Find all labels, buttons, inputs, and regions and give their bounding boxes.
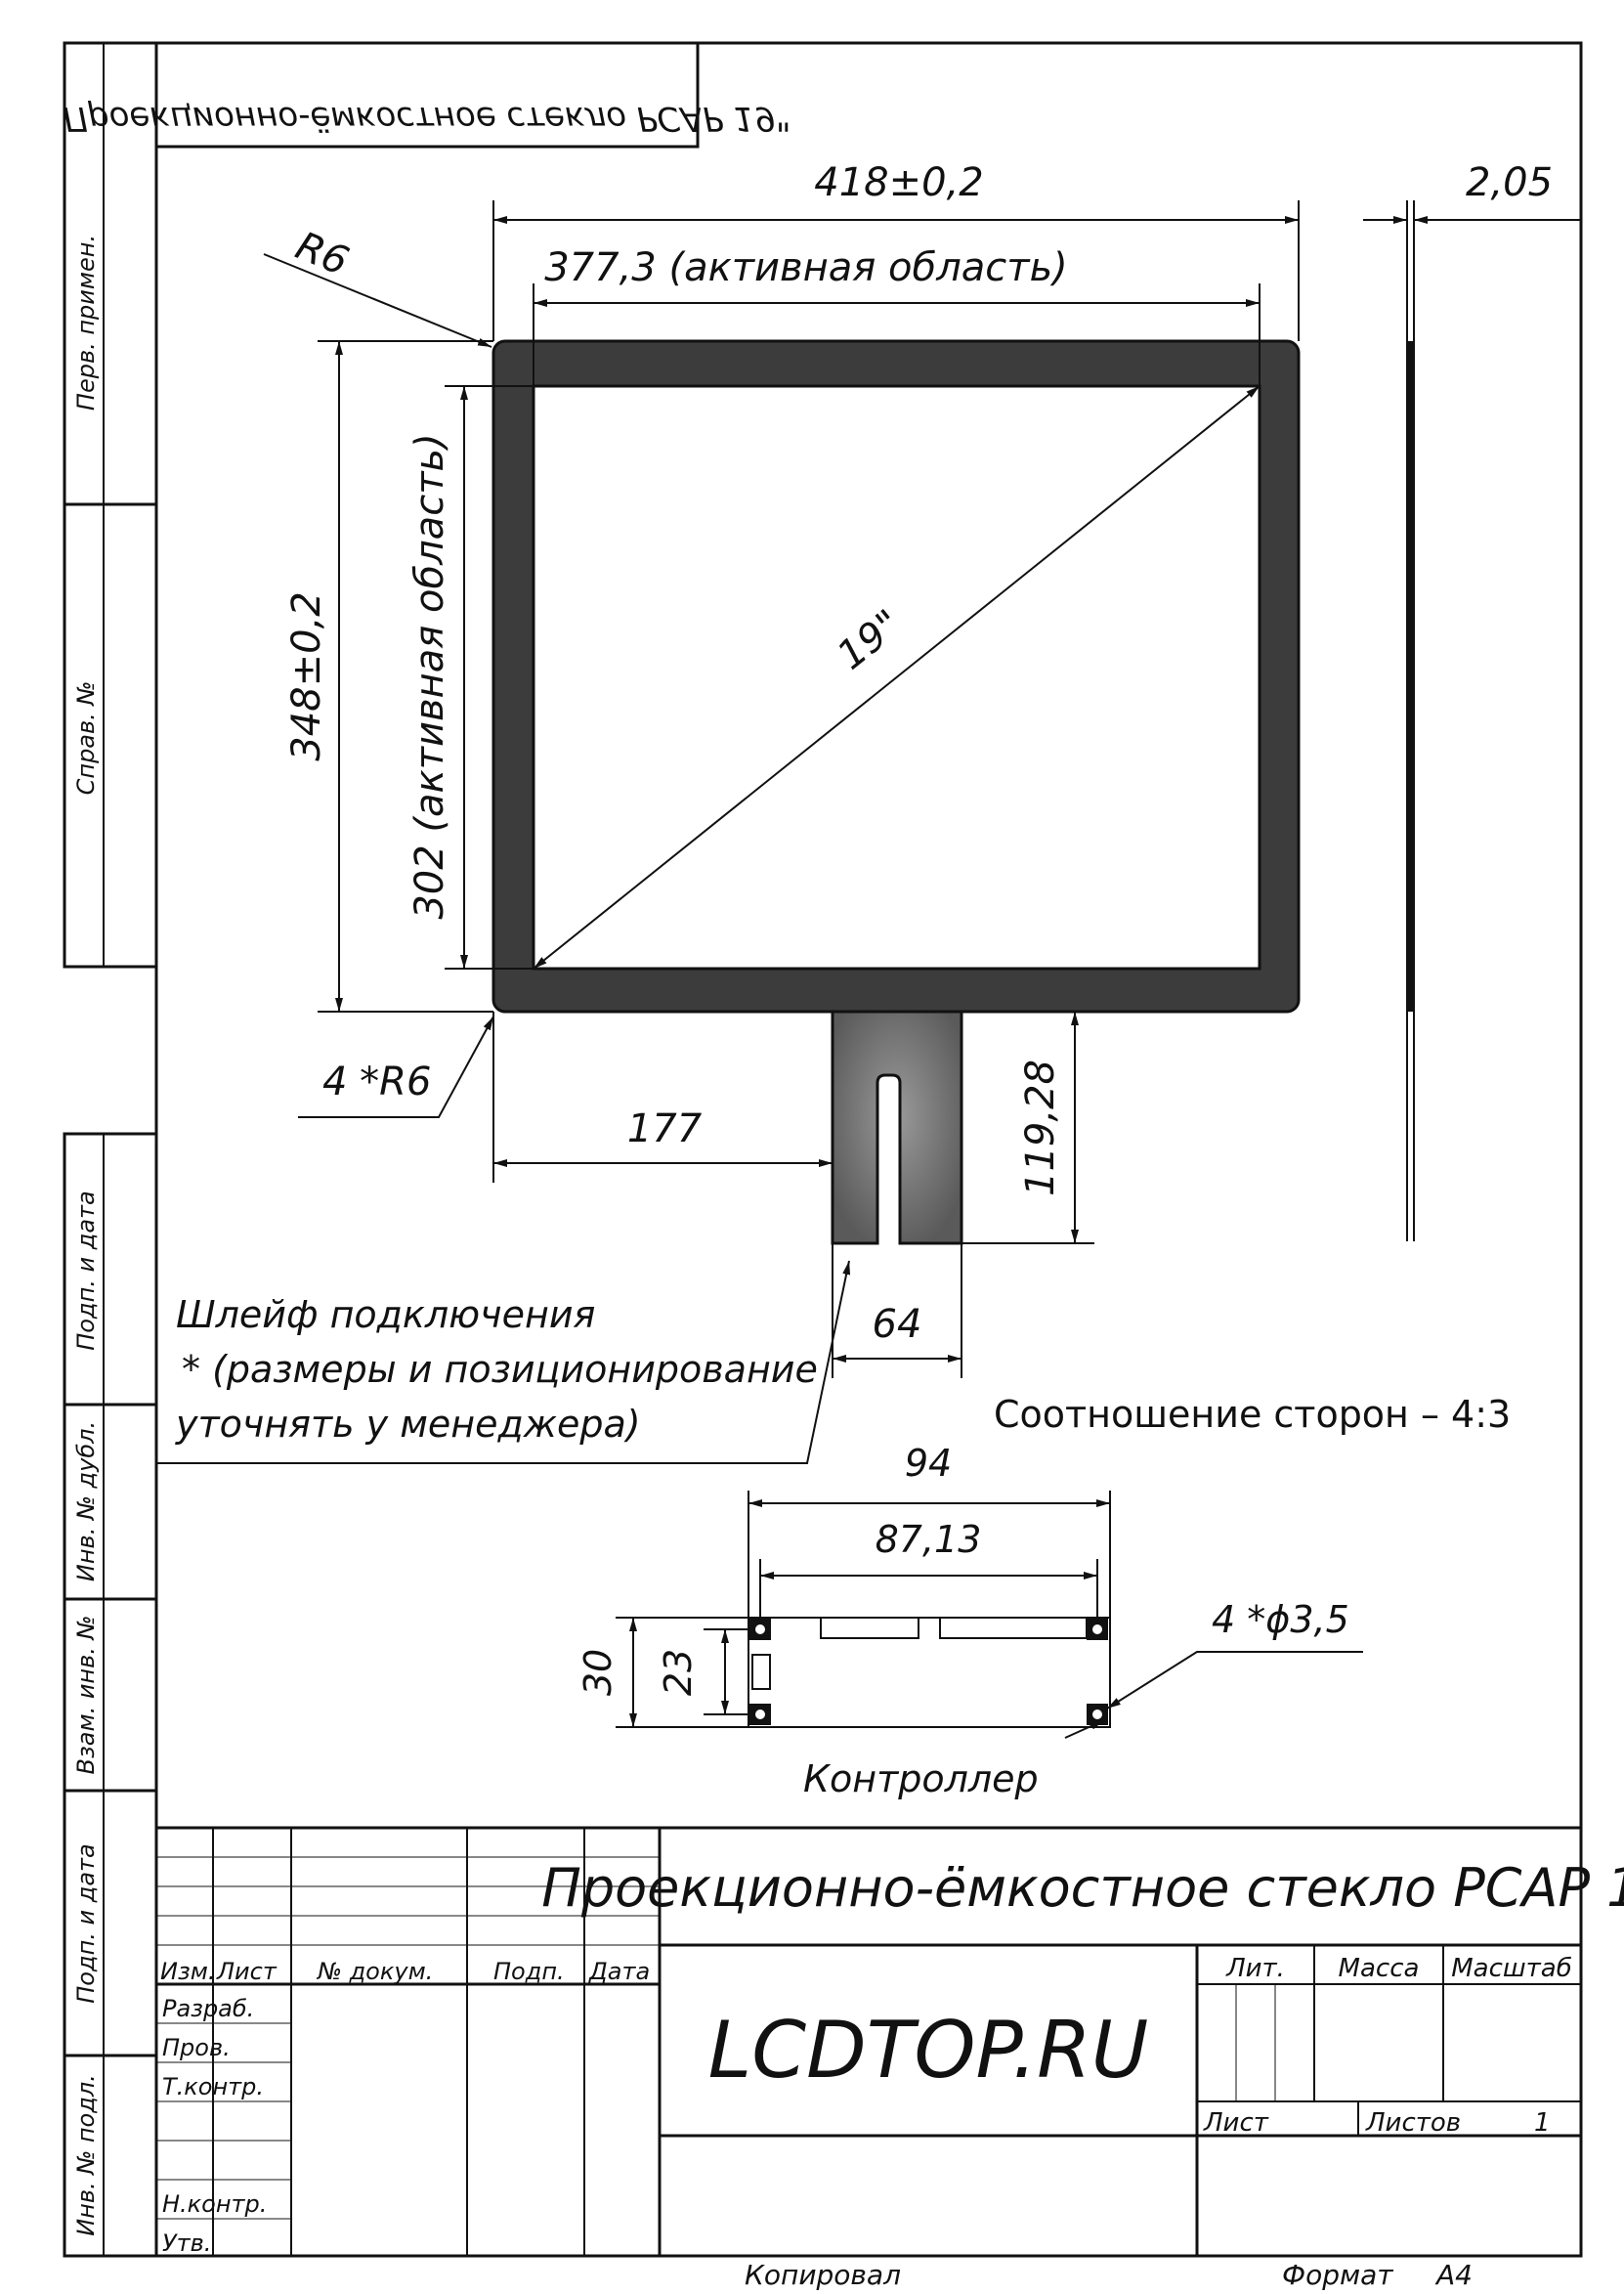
controller-holes: 4 *ϕ3,5 [1212,1598,1349,1641]
dim-tail-offset: 177 [627,1106,703,1151]
dim-height-active: 302 (активная область) [407,433,452,919]
copied-label: Копировал [745,2259,901,2291]
dim-height-total: 348±0,2 [284,591,329,760]
aspect-ratio: Соотношение сторон – 4:3 [994,1393,1511,1436]
note-line-1: Шлейф подключения [176,1293,595,1336]
role-tkontr: Т.контр. [162,2073,264,2100]
side-label-podp-data-2: Подп. и дата [72,1843,100,2004]
side-label-inv-podl: Инв. № подл. [72,2074,100,2236]
header-mass: Масса [1339,1954,1420,1983]
controller-width-total: 94 [905,1442,952,1485]
col-header-podp: Подп. [493,1958,565,1985]
header-lit: Лит. [1225,1954,1285,1983]
dimension-labels: 418±0,2 377,3 (активная область) 348±0,2… [284,160,1553,1347]
note-line-2: * (размеры и позиционирование [182,1348,818,1391]
controller-height-holes: 23 [657,1649,700,1696]
dim-thickness: 2,05 [1466,160,1553,205]
mirrored-title-stamp: Проекционно-ёмкостное стекло PCAP 19" [63,99,791,138]
side-label-perv-primen: Перв. примен. [72,235,100,411]
dim-width-active: 377,3 (активная область) [544,245,1068,290]
header-scale: Масштаб [1451,1954,1572,1983]
side-view [1406,200,1415,1241]
controller-label: Контроллер [803,1757,1039,1800]
side-column-labels: Перв. примен. Справ. № Подп. и дата Инв.… [72,235,100,2236]
side-label-inv-dubl: Инв. № дубл. [72,1421,100,1581]
side-label-sprav-no: Справ. № [72,681,100,796]
controller-labels: 94 87,13 30 23 4 *ϕ3,5 Контроллер [577,1442,1349,1800]
format-label: Формат [1282,2259,1393,2291]
format-value: А4 [1434,2259,1473,2291]
col-header-izm: Изм. [160,1958,215,1985]
controller-height-total: 30 [577,1649,620,1696]
col-header-dokum: № докум. [316,1958,433,1985]
role-utv: Утв. [162,2229,211,2257]
col-header-list: Лист [216,1958,278,1985]
footer-sheets-count: 1 [1534,2108,1551,2138]
dim-corner-radius-all: 4 *R6 [322,1060,431,1104]
title-block-text: Проекционно-ёмкостное стекло PCAP 19" LC… [160,1857,1624,2291]
controller-board [748,1617,1111,1728]
side-label-vzam-inv: Взам. инв. № [72,1616,100,1775]
role-razrab: Разраб. [162,1995,254,2022]
footer-sheets: Листов [1365,2108,1461,2138]
controller-dimensions [616,1491,1363,1739]
company-logo-text: LCDTOP.RU [708,2005,1149,2096]
dim-tail-length: 119,28 [1018,1060,1063,1196]
col-header-data: Дата [588,1958,650,1985]
controller-width-holes: 87,13 [876,1518,982,1561]
note-line-3: уточнять у менеджера) [175,1403,641,1446]
connection-cable [831,1010,963,1245]
role-nkontr: Н.контр. [162,2190,267,2218]
dim-tail-width: 64 [873,1302,922,1347]
dim-corner-radius: R6 [289,224,355,285]
dim-width-total: 418±0,2 [814,160,983,205]
cable-note: Шлейф подключения * (размеры и позициони… [175,1293,818,1446]
footer-sheet: Лист [1203,2108,1269,2138]
dimension-lines [156,200,1581,1464]
glass-panel [491,339,1301,1245]
document-title: Проекционно-ёмкостное стекло PCAP 19" [541,1857,1624,1919]
side-label-podp-data-1: Подп. и дата [72,1190,100,1351]
title-block [154,1826,1583,2258]
role-prov: Пров. [162,2034,231,2061]
